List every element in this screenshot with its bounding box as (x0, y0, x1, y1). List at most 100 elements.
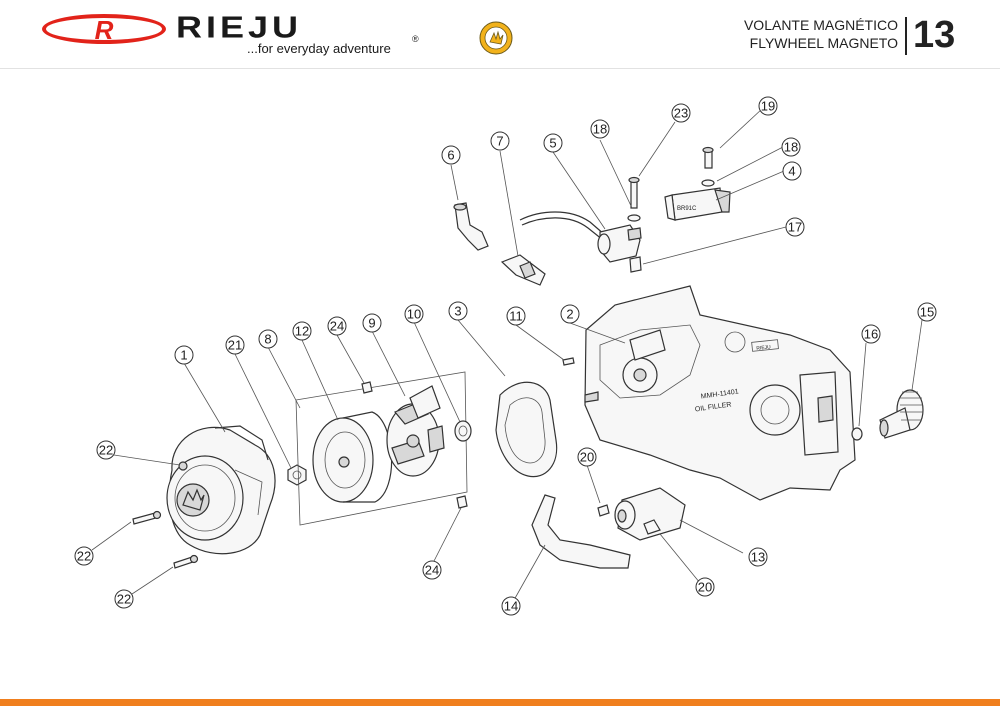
callout-circle (258, 329, 278, 349)
callout-circle (422, 560, 442, 580)
title-spanish: VOLANTE MAGNÉTICO (743, 17, 898, 33)
brand-name: RIEJU (176, 9, 303, 45)
rieju-logo: R (42, 14, 166, 45)
callout-number: 7 (496, 134, 503, 149)
callout-11: 11 (506, 306, 526, 326)
callout-13: 13 (748, 547, 768, 567)
callout-circle (758, 96, 778, 116)
callout-24: 24 (422, 560, 442, 580)
callout-4: 4 (782, 161, 802, 181)
callout-circle (501, 596, 521, 616)
callout-24: 24 (327, 316, 347, 336)
callout-number: 22 (117, 592, 131, 607)
exploded-parts-diagram: RIEJU MMH-11401 OIL FILLER (74, 96, 937, 616)
coil-hardware (627, 146, 715, 273)
cdi-model-stamp: BR91C (677, 206, 697, 212)
callout-circle (174, 345, 194, 365)
starter-cover-plate (531, 494, 631, 569)
spark-plug (500, 254, 546, 286)
callout-14: 14 (501, 596, 521, 616)
flywheel-nut (287, 464, 307, 486)
stator-screws (361, 381, 468, 509)
callout-circle (917, 302, 937, 322)
brand-tagline: ...for everyday adventure (247, 41, 391, 56)
spark-plug-cap (453, 202, 489, 251)
callout-23: 23 (671, 103, 691, 123)
leader-lines (91, 107, 923, 601)
callout-circle (96, 440, 116, 460)
callout-19: 19 (758, 96, 778, 116)
starter-washer (851, 427, 863, 441)
callout-circle (448, 301, 468, 321)
callout-number: 18 (784, 140, 798, 155)
callout-12: 12 (292, 321, 312, 341)
starter-motor (597, 487, 686, 541)
callout-20: 20 (577, 447, 597, 467)
callout-2: 2 (560, 304, 580, 324)
oil-filler-stamp-small: RIEJU (756, 344, 771, 352)
hand-badge-icon (479, 21, 513, 55)
callout-number: 22 (99, 443, 113, 458)
callout-5: 5 (543, 133, 563, 153)
flywheel-rotor (312, 411, 393, 503)
callout-3: 3 (448, 301, 468, 321)
callout-circle (74, 546, 94, 566)
callout-circle (114, 589, 134, 609)
callout-number: 20 (580, 450, 594, 465)
callout-10: 10 (404, 304, 424, 324)
callout-number: 13 (751, 550, 765, 565)
callout-number: 24 (425, 563, 439, 578)
cover-gasket (495, 381, 558, 478)
oil-seal (454, 420, 472, 442)
callout-circle (362, 313, 382, 333)
callout-circle (785, 217, 805, 237)
callout-circle (782, 161, 802, 181)
callout-21: 21 (225, 335, 245, 355)
callout-22: 22 (74, 546, 94, 566)
callout-number: 18 (593, 122, 607, 137)
callout-number: 4 (788, 164, 795, 179)
page-header: R RIEJU ® ...for everyday adventure VOLA… (0, 0, 1000, 69)
callout-circle (861, 324, 881, 344)
callout-circle (671, 103, 691, 123)
callout-circle (225, 335, 245, 355)
callout-18: 18 (781, 137, 801, 157)
callout-number: 17 (788, 220, 802, 235)
callout-circle (577, 447, 597, 467)
title-divider (905, 17, 907, 55)
title-english: FLYWHEEL MAGNETO (749, 35, 898, 51)
callout-number: 23 (674, 106, 688, 121)
callout-number: 19 (761, 99, 775, 114)
callout-16: 16 (861, 324, 881, 344)
callout-number: 5 (549, 136, 556, 151)
callout-number: 15 (920, 305, 934, 320)
callout-8: 8 (258, 329, 278, 349)
callout-number: 2 (566, 307, 573, 322)
callout-number: 16 (864, 327, 878, 342)
callout-number: 24 (330, 319, 344, 334)
callout-circle (327, 316, 347, 336)
callout-circle (590, 119, 610, 139)
callout-circle (441, 145, 461, 165)
callout-number: 1 (180, 348, 187, 363)
stator (386, 385, 445, 477)
starter-gear (879, 389, 924, 439)
callout-number: 3 (454, 304, 461, 319)
callout-22: 22 (96, 440, 116, 460)
callout-circle (506, 306, 526, 326)
registered-mark: ® (412, 34, 419, 44)
callout-number: 10 (407, 307, 421, 322)
callout-circle (543, 133, 563, 153)
flywheel-cover (166, 425, 276, 555)
cover-bolts (132, 461, 199, 569)
callout-6: 6 (441, 145, 461, 165)
ignition-coil (519, 211, 642, 263)
callout-circle (781, 137, 801, 157)
callout-20: 20 (695, 577, 715, 597)
callout-number: 12 (295, 324, 309, 339)
callout-number: 20 (698, 580, 712, 595)
cdi-unit: BR91C (664, 187, 731, 221)
callout-circle (560, 304, 580, 324)
assembly-frame (295, 371, 468, 526)
